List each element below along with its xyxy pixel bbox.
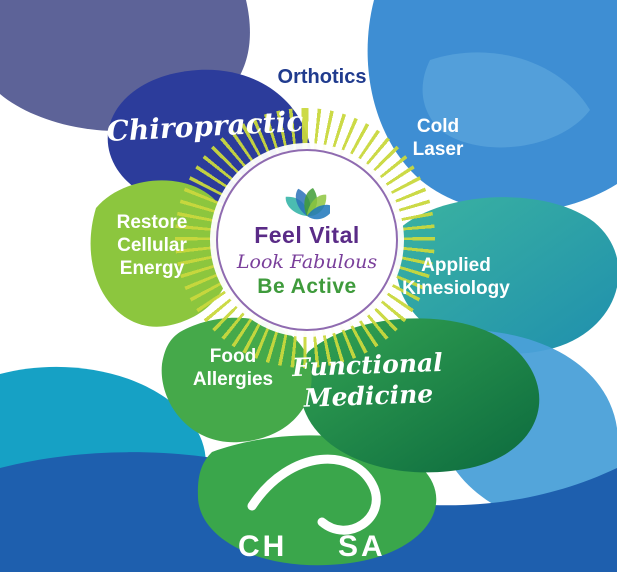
script-flourish bbox=[247, 454, 381, 535]
petal-label-food-allergies: Food Allergies bbox=[192, 345, 274, 390]
petal-applied-kinesiology-shape bbox=[394, 197, 617, 354]
bottom-green-swirl bbox=[197, 435, 437, 566]
bottom-text-fragment-right: SA bbox=[338, 530, 386, 563]
flower-logo-icon bbox=[285, 187, 330, 219]
petal-label-functional-medicine: Functional Medicine bbox=[291, 347, 444, 413]
petal-label-orthotics: Orthotics bbox=[277, 65, 367, 88]
center-text-be-active: Be Active bbox=[257, 274, 357, 298]
petal-functional-medicine-shape bbox=[299, 318, 540, 473]
bottom-text-fragment-left: CH bbox=[238, 530, 288, 563]
petal-label-cold-laser: Cold Laser bbox=[412, 115, 464, 160]
center-text-look-fabulous: Look Fabulous bbox=[236, 250, 378, 273]
petal-label-applied-kinesiology: Applied Kinesiology bbox=[402, 254, 510, 299]
petal-label-restore-cellular-energy: Restore Cellular Energy bbox=[116, 212, 188, 280]
center-text-feel-vital: Feel Vital bbox=[254, 221, 360, 248]
center-circle: Feel Vital Look Fabulous Be Active bbox=[216, 149, 398, 331]
petal-cold-laser-shape bbox=[367, 0, 617, 213]
azure-light-swirl bbox=[422, 52, 590, 148]
